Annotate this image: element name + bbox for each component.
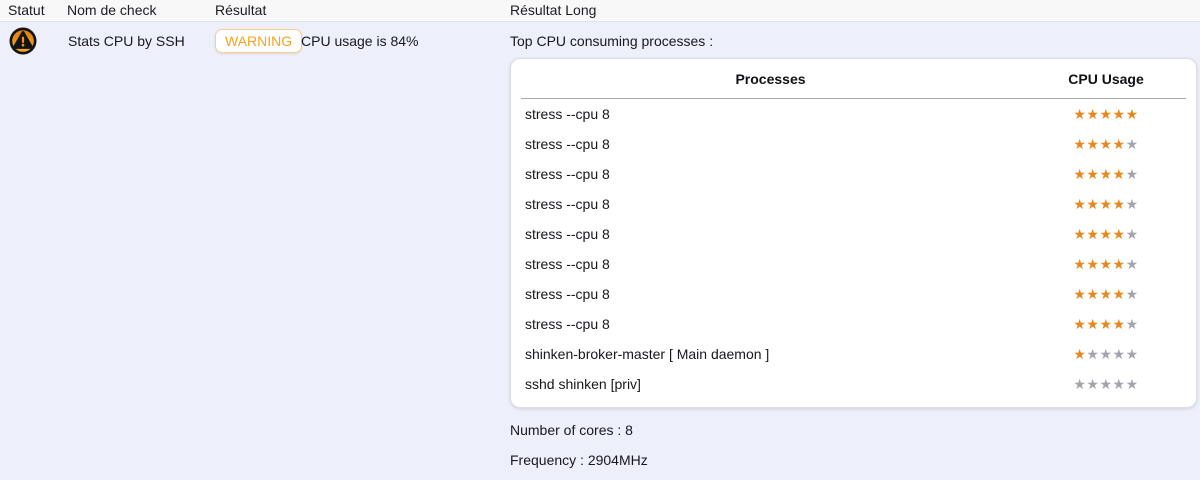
- star-icon: ★: [1112, 106, 1126, 122]
- star-icon: ★: [1073, 226, 1087, 242]
- process-name: stress --cpu 8: [525, 226, 610, 242]
- star-icon: ★: [1125, 166, 1139, 182]
- cpu-usage-rating: ★★★★★: [1016, 257, 1196, 271]
- column-header-resultat: Résultat: [215, 2, 267, 18]
- column-header-resultat-long: Résultat Long: [510, 2, 597, 18]
- star-icon: ★: [1073, 286, 1087, 302]
- process-table-head: Processes CPU Usage: [511, 59, 1196, 98]
- star-icon: ★: [1112, 226, 1126, 242]
- star-icon: ★: [1099, 106, 1113, 122]
- process-table-card: Processes CPU Usage stress --cpu 8★★★★★s…: [510, 58, 1197, 408]
- process-name: shinken-broker-master [ Main daemon ]: [525, 346, 770, 362]
- star-icon: ★: [1073, 376, 1087, 392]
- cpu-usage-rating: ★★★★★: [1016, 197, 1196, 211]
- frequency-text: Frequency : 2904MHz: [510, 452, 648, 468]
- star-icon: ★: [1073, 196, 1087, 212]
- star-icon: ★: [1125, 286, 1139, 302]
- star-icon: ★: [1099, 136, 1113, 152]
- table-header-divider: [521, 98, 1186, 99]
- process-name: stress --cpu 8: [525, 106, 610, 122]
- star-icon: ★: [1086, 106, 1100, 122]
- process-name: stress --cpu 8: [525, 196, 610, 212]
- table-row: stress --cpu 8★★★★★: [511, 279, 1196, 309]
- process-name: stress --cpu 8: [525, 136, 610, 152]
- cpu-usage-rating: ★★★★★: [1016, 137, 1196, 151]
- long-output-title: Top CPU consuming processes :: [510, 33, 714, 49]
- star-icon: ★: [1125, 316, 1139, 332]
- table-row: stress --cpu 8★★★★★: [511, 189, 1196, 219]
- star-icon: ★: [1112, 316, 1126, 332]
- star-icon: ★: [1099, 316, 1113, 332]
- cpu-usage-rating: ★★★★★: [1016, 107, 1196, 121]
- process-name: stress --cpu 8: [525, 286, 610, 302]
- star-icon: ★: [1112, 346, 1126, 362]
- cpu-usage-rating: ★★★★★: [1016, 287, 1196, 301]
- results-table-header: Statut Nom de check Résultat Résultat Lo…: [0, 0, 1200, 22]
- star-icon: ★: [1086, 136, 1100, 152]
- cpu-usage-rating: ★★★★★: [1016, 317, 1196, 331]
- star-icon: ★: [1112, 376, 1126, 392]
- table-row: shinken-broker-master [ Main daemon ]★★★…: [511, 339, 1196, 369]
- table-row: stress --cpu 8★★★★★: [511, 129, 1196, 159]
- star-icon: ★: [1086, 196, 1100, 212]
- star-icon: ★: [1125, 376, 1139, 392]
- star-icon: ★: [1073, 316, 1087, 332]
- table-row: stress --cpu 8★★★★★: [511, 249, 1196, 279]
- star-icon: ★: [1112, 166, 1126, 182]
- process-table-col-cpu-usage: CPU Usage: [1068, 70, 1144, 87]
- star-icon: ★: [1099, 286, 1113, 302]
- cpu-usage-rating: ★★★★★: [1016, 227, 1196, 241]
- table-row: stress --cpu 8★★★★★: [511, 219, 1196, 249]
- star-icon: ★: [1086, 346, 1100, 362]
- column-header-statut: Statut: [8, 2, 45, 18]
- star-icon: ★: [1099, 166, 1113, 182]
- star-icon: ★: [1086, 376, 1100, 392]
- star-icon: ★: [1125, 256, 1139, 272]
- column-header-nom-de-check: Nom de check: [67, 2, 157, 18]
- star-icon: ★: [1099, 256, 1113, 272]
- star-icon: ★: [1073, 346, 1087, 362]
- star-icon: ★: [1112, 136, 1126, 152]
- table-row: stress --cpu 8★★★★★: [511, 159, 1196, 189]
- star-icon: ★: [1073, 136, 1087, 152]
- star-icon: ★: [1099, 376, 1113, 392]
- status-badge-warning: WARNING: [215, 29, 303, 53]
- star-icon: ★: [1125, 226, 1139, 242]
- star-icon: ★: [1086, 316, 1100, 332]
- warning-badge-icon: [8, 26, 38, 56]
- star-icon: ★: [1073, 166, 1087, 182]
- table-row: stress --cpu 8★★★★★: [511, 309, 1196, 339]
- cores-count-text: Number of cores : 8: [510, 422, 633, 438]
- process-name: sshd shinken [priv]: [525, 376, 641, 392]
- check-result-text: CPU usage is 84%: [301, 33, 419, 49]
- star-icon: ★: [1099, 196, 1113, 212]
- process-table-body: stress --cpu 8★★★★★stress --cpu 8★★★★★st…: [511, 99, 1196, 399]
- star-icon: ★: [1099, 346, 1113, 362]
- check-name[interactable]: Stats CPU by SSH: [68, 33, 185, 49]
- star-icon: ★: [1112, 286, 1126, 302]
- star-icon: ★: [1099, 226, 1113, 242]
- cpu-usage-rating: ★★★★★: [1016, 377, 1196, 391]
- star-icon: ★: [1125, 106, 1139, 122]
- star-icon: ★: [1086, 286, 1100, 302]
- star-icon: ★: [1086, 256, 1100, 272]
- star-icon: ★: [1112, 256, 1126, 272]
- process-name: stress --cpu 8: [525, 256, 610, 272]
- cpu-usage-rating: ★★★★★: [1016, 347, 1196, 361]
- star-icon: ★: [1086, 166, 1100, 182]
- star-icon: ★: [1125, 196, 1139, 212]
- cpu-usage-rating: ★★★★★: [1016, 167, 1196, 181]
- star-icon: ★: [1125, 346, 1139, 362]
- table-row: sshd shinken [priv]★★★★★: [511, 369, 1196, 399]
- star-icon: ★: [1125, 136, 1139, 152]
- process-name: stress --cpu 8: [525, 316, 610, 332]
- process-table-col-processes: Processes: [735, 70, 806, 87]
- process-name: stress --cpu 8: [525, 166, 610, 182]
- star-icon: ★: [1086, 226, 1100, 242]
- star-icon: ★: [1073, 256, 1087, 272]
- star-icon: ★: [1112, 196, 1126, 212]
- star-icon: ★: [1073, 106, 1087, 122]
- table-row: stress --cpu 8★★★★★: [511, 99, 1196, 129]
